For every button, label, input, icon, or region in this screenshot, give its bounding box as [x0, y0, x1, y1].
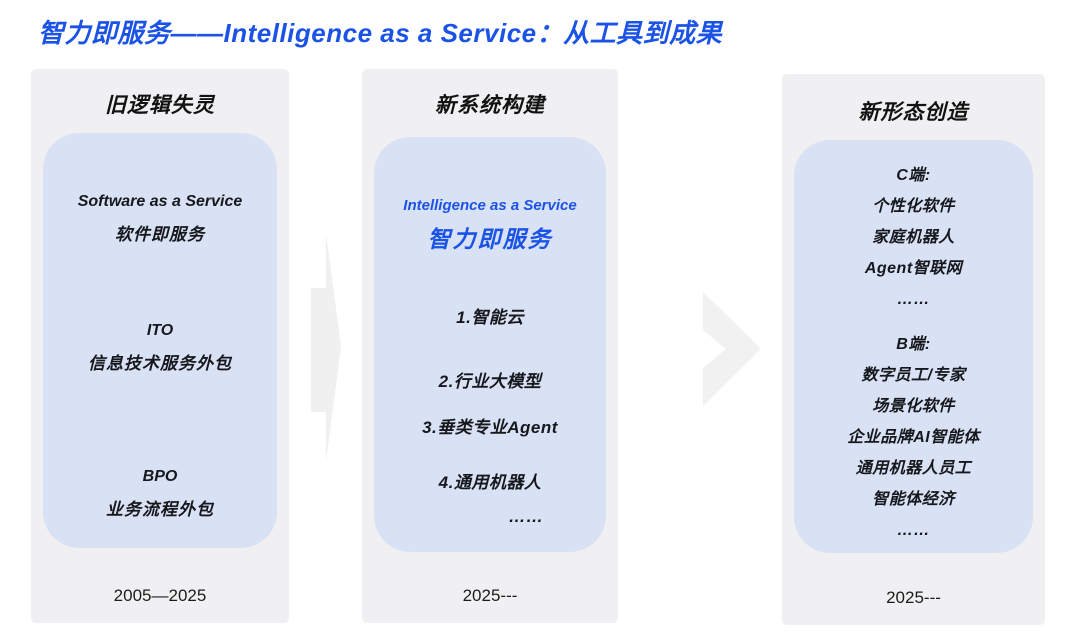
panel-new-system-date: 2025--- — [462, 586, 518, 605]
panel-old-logic-header: 旧逻辑失灵 — [105, 94, 215, 117]
list-item: 3.垂类专业Agent — [422, 418, 558, 437]
list-item: 2.行业大模型 — [438, 372, 542, 391]
list-item: 场景化软件 — [872, 398, 955, 415]
panel-new-forms-header: 新形态创造 — [858, 101, 969, 124]
chevron-right-icon — [703, 292, 761, 406]
iaas-en-label: Intelligence as a Service — [403, 197, 577, 214]
panel-new-forms: 新形态创造 C端: 个性化软件 家庭机器人 Agent智联网 …… B端: 数字… — [782, 74, 1045, 625]
bpo-group: BPO 业务流程外包 — [43, 460, 277, 526]
panel-old-logic-card: Software as a Service 软件即服务 ITO 信息技术服务外包… — [43, 133, 277, 548]
ellipsis-label: …… — [897, 291, 930, 308]
ellipsis-label: …… — [897, 522, 930, 539]
list-item: 4.通用机器人 — [438, 473, 542, 492]
list-item: 家庭机器人 — [872, 229, 955, 246]
list-item: 通用机器人员工 — [855, 460, 972, 477]
ito-zh-label: 信息技术服务外包 — [88, 354, 232, 373]
ito-group: ITO 信息技术服务外包 — [43, 314, 277, 380]
panel-new-system-header: 新系统构建 — [435, 94, 545, 117]
panel-new-forms-date: 2025--- — [886, 588, 941, 607]
ellipsis-label: …… — [508, 507, 544, 526]
panel-old-logic-date: 2005—2025 — [113, 586, 207, 605]
c-side-label: C端: — [896, 167, 931, 184]
list-item: Agent智联网 — [864, 260, 963, 277]
list-item: 数字员工/专家 — [861, 367, 966, 384]
b-side-label: B端: — [896, 336, 931, 353]
panel-old-logic: 旧逻辑失灵 Software as a Service 软件即服务 ITO 信息… — [31, 69, 289, 623]
list-item: 智能体经济 — [872, 491, 955, 508]
saas-en-label: Software as a Service — [77, 193, 243, 210]
iaas-highlight-group: Intelligence as a Service 智力即服务 — [374, 137, 606, 257]
new-forms-list: C端: 个性化软件 家庭机器人 Agent智联网 …… B端: 数字员工/专家 … — [794, 140, 1033, 546]
slide-title: 智力即服务——Intelligence as a Service：从工具到成果 — [38, 18, 723, 48]
bpo-en-label: BPO — [142, 468, 178, 485]
bpo-zh-label: 业务流程外包 — [106, 500, 214, 519]
iaas-zh-label: 智力即服务 — [427, 226, 553, 252]
panel-new-system: 新系统构建 Intelligence as a Service 智力即服务 1.… — [362, 69, 618, 623]
panel-new-forms-card: C端: 个性化软件 家庭机器人 Agent智联网 …… B端: 数字员工/专家 … — [794, 140, 1033, 553]
list-item: 1.智能云 — [456, 308, 524, 327]
ito-en-label: ITO — [146, 322, 174, 339]
saas-group: Software as a Service 软件即服务 — [43, 133, 277, 251]
saas-zh-label: 软件即服务 — [115, 225, 205, 244]
list-item: 企业品牌AI智能体 — [847, 429, 980, 446]
list-item: 个性化软件 — [872, 198, 955, 215]
transition-arrow-right-icon — [311, 233, 341, 462]
panel-new-system-card: Intelligence as a Service 智力即服务 1.智能云 2.… — [374, 137, 606, 552]
